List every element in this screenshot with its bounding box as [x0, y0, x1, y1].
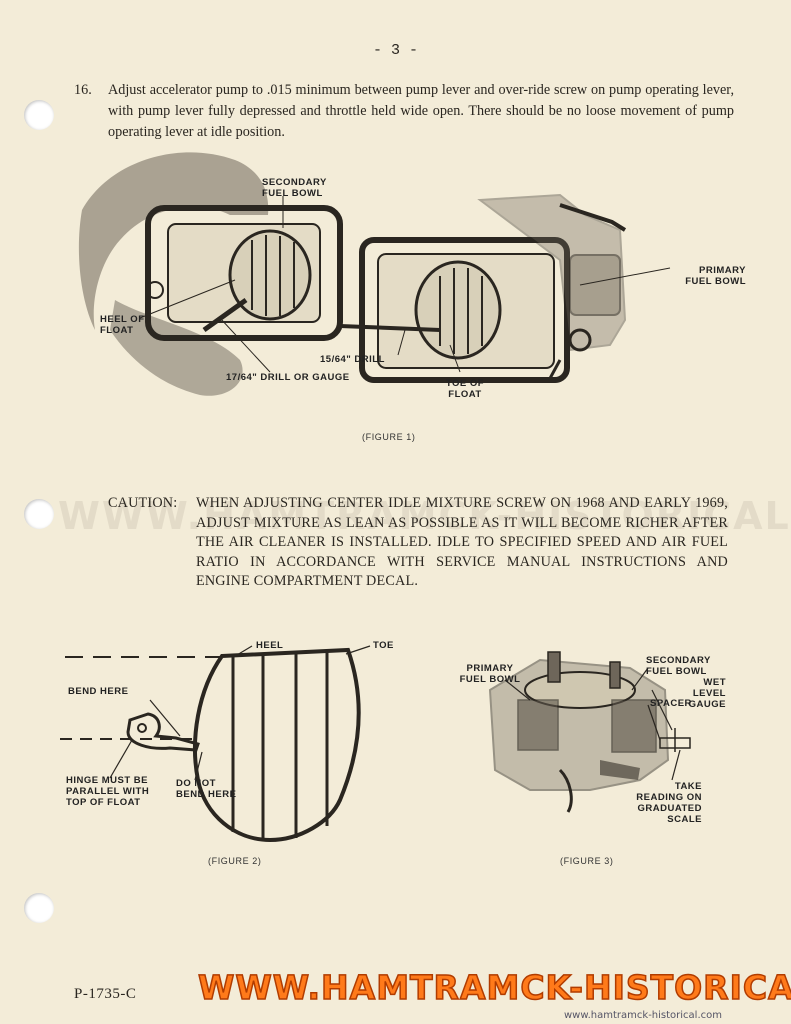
hand-shape: [78, 152, 269, 330]
leader-heel: [139, 279, 236, 319]
figure-3-caption: (FIGURE 3): [560, 856, 614, 866]
leader-hinge: [109, 739, 133, 779]
binder-hole-bottom: [24, 893, 54, 923]
label-primary-fuel-bowl: PRIMARY FUEL BOWL: [685, 265, 746, 287]
label-fig3-secondary-fuel-bowl: SECONDARY FUEL BOWL: [646, 655, 711, 677]
step-16: 16. Adjust accelerator pump to .015 mini…: [74, 80, 734, 143]
label-spacer: SPACER: [650, 698, 692, 709]
label-fig3-primary-fuel-bowl: PRIMARY FUEL BOWL: [459, 663, 521, 685]
part-number: P-1735-C: [74, 986, 137, 1002]
binder-hole-top: [24, 100, 54, 130]
label-heel: HEEL: [256, 640, 284, 651]
drill-rod-15-64: [339, 324, 441, 332]
leader-primary-fuel-bowl: [504, 679, 531, 701]
label-wet-level-gauge: WET LEVEL GAUGE: [688, 677, 726, 710]
binder-hole-middle: [24, 499, 54, 529]
figure-1-illustration: [78, 152, 671, 396]
label-do-not-bend: DO NOT BEND HERE: [176, 778, 237, 800]
drill-rod-17-64: [202, 297, 248, 333]
leader-take-reading: [671, 749, 681, 781]
leader-wet-level: [651, 689, 673, 731]
label-bend-here: BEND HERE: [68, 686, 129, 697]
step-text: Adjust accelerator pump to .015 minimum …: [108, 82, 734, 140]
step-number: 16.: [74, 82, 92, 98]
primary-bowl-drawing: [359, 193, 627, 383]
leader-toe: [449, 344, 461, 373]
leader-do-not-bend: [194, 751, 203, 781]
leader-15-64: [397, 329, 406, 356]
caution-block: CAUTION: WHEN ADJUSTING CENTER IDLE MIXT…: [108, 494, 728, 592]
leader-17-64: [219, 317, 271, 373]
leader-primary-bowl: [579, 267, 671, 286]
label-secondary-fuel-bowl: SECONDARY FUEL BOWL: [262, 177, 327, 199]
leader-toe: [345, 645, 371, 655]
float-hinge: [126, 712, 200, 752]
label-17-64-drill: 17/64" DRILL OR GAUGE: [226, 372, 350, 383]
caution-text: WHEN ADJUSTING CENTER IDLE MIXTURE SCREW…: [196, 495, 728, 589]
site-url-small[interactable]: www.hamtramck-historical.com: [564, 1010, 722, 1021]
leader-spacer: [647, 704, 661, 741]
secondary-bowl-drawing: [145, 205, 343, 341]
leader-secondary-fuel-bowl: [631, 667, 649, 691]
carburetor-drawing: [488, 651, 691, 813]
leader-heel: [231, 645, 253, 659]
page-number: - 3 -: [372, 42, 418, 59]
label-heel-of-float: HEEL OF FLOAT: [100, 314, 145, 336]
caution-label: CAUTION:: [108, 495, 178, 511]
label-toe-of-float: TOE OF FLOAT: [445, 378, 485, 400]
figure-2-caption: (FIGURE 2): [208, 856, 262, 866]
figure-3-illustration: [488, 651, 691, 813]
label-take-reading: TAKE READING ON GRADUATED SCALE: [636, 781, 702, 825]
figure-2-illustration: [60, 645, 371, 843]
label-15-64-drill: 15/64" DRILL: [320, 354, 385, 365]
figure-1-caption: (FIGURE 1): [362, 432, 416, 442]
label-hinge-must: HINGE MUST BE PARALLEL WITH TOP OF FLOAT: [66, 775, 150, 808]
leader-bend-here: [149, 699, 181, 737]
float-outline: [193, 647, 361, 843]
site-banner[interactable]: WWW.HAMTRAMCK-HISTORICAL.COM: [197, 967, 791, 1008]
label-toe: TOE: [373, 640, 394, 651]
